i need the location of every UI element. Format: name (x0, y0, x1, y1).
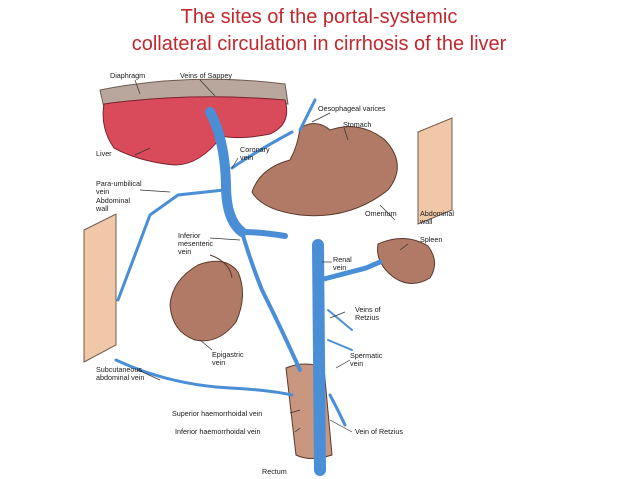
label-spleen: Spleen (420, 235, 442, 244)
label-inferior-haemorrhoidal: Inferior haemorrhoidal vein (175, 427, 261, 436)
label-stomach: Stomach (343, 120, 371, 129)
label-subcutaneous-1: Subcutaneous (96, 365, 142, 374)
label-vein-of-retzius: Vein of Retzius (355, 427, 403, 436)
label-diaphragm: Diaphragm (110, 71, 145, 80)
label-veins-of-retzius-1: Veins of (355, 305, 381, 314)
stomach (251, 123, 398, 217)
label-para-umbilical-2: vein (96, 187, 109, 196)
label-omentum: Omentum (365, 209, 397, 218)
label-subcutaneous-2: abdominal vein (96, 373, 144, 382)
label-rectum: Rectum (262, 467, 287, 476)
label-para-umbilical-1: Para-umbilical (96, 179, 142, 188)
veins (114, 98, 383, 476)
title-line-2: collateral circulation in cirrhosis of t… (131, 33, 507, 55)
label-epigastric-1: Epigastric (212, 350, 244, 359)
label-veins-of-retzius-2: Retzius (355, 313, 379, 322)
label-coronary-vein-1: Coronary (240, 145, 270, 154)
label-renal-vein-1: Renal (333, 255, 352, 264)
abdominal-wall-left (83, 213, 117, 363)
label-spermatic-2: vein (350, 359, 363, 368)
label-veins-of-sappey: Veins of Sappey (180, 71, 232, 80)
label-epigastric-2: vein (212, 358, 225, 367)
label-inferior-mesenteric-2: mesenteric (178, 239, 214, 248)
label-superior-haemorrhoidal: Superior haemorrhoidal vein (172, 409, 262, 418)
label-oesophageal-varices: Oesophageal varices (318, 104, 386, 113)
label-coronary-vein-2: vein (240, 153, 253, 162)
label-liver: Liver (96, 149, 112, 158)
liver (102, 96, 288, 166)
abdominal-wall-right (417, 117, 453, 225)
intestines (169, 260, 243, 342)
label-abdominal-wall-left-1: Abdominal (96, 196, 130, 205)
label-inferior-mesenteric-3: vein (178, 247, 191, 256)
label-abdominal-wall-right-2: wall (419, 217, 433, 226)
label-abdominal-wall-right-1: Abdominal (420, 209, 454, 218)
spleen (377, 238, 435, 284)
label-inferior-mesenteric-1: Inferior (178, 231, 201, 240)
label-abdominal-wall-left-2: wall (95, 204, 109, 213)
title-line-1: The sites of the portal-systemic (180, 6, 458, 28)
label-renal-vein-2: vein (333, 263, 346, 272)
label-spermatic-1: Spermatic (350, 351, 383, 360)
